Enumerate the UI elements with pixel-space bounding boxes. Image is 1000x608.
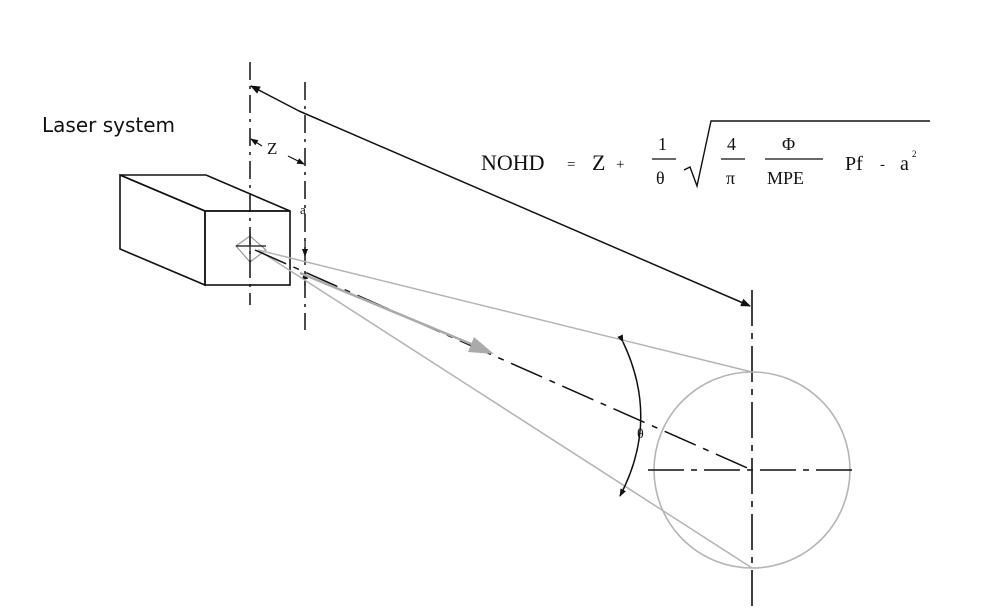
z-label: Z [267,139,277,158]
formula-four: 4 [727,134,736,154]
laser-box [119,173,291,287]
nohd-dimension-arrow-shaft [298,110,751,307]
formula-lhs: NOHD [481,150,545,175]
a-label: a [300,202,306,217]
formula-phi: Φ [782,134,795,154]
laser-system-label: Laser system [42,113,175,137]
divergence-angle-arc [617,334,642,497]
beam-direction-arrow [299,271,494,354]
aperture [235,232,267,263]
formula-sqrt [683,120,930,189]
beam-upper-edge [257,249,753,373]
laser-box-top-face [119,174,291,212]
formula-minus: - [880,157,885,173]
formula-theta: θ [656,168,665,188]
formula-mpe: MPE [767,168,804,188]
nohd-dimension-arrow [250,85,300,112]
formula-one: 1 [658,134,667,154]
beam-cone [257,249,753,569]
formula-equals: = [567,157,575,173]
beam-lower-edge [257,249,753,569]
formula-exponent: 2 [912,149,917,159]
beam-centerline [254,249,753,471]
laser-box-front-face [204,210,291,286]
formula-pi: π [726,168,735,188]
nohd-formula: NOHD = Z + 1 θ 4 π Φ MPE Pf - a 2 [481,120,930,189]
theta-label: θ [637,427,644,442]
z-dimension [250,138,305,165]
formula-z: Z [592,150,605,175]
formula-plus: + [616,157,624,173]
formula-a: a [900,153,909,175]
formula-pf: Pf [845,153,863,175]
laser-box-left-face [119,173,206,287]
